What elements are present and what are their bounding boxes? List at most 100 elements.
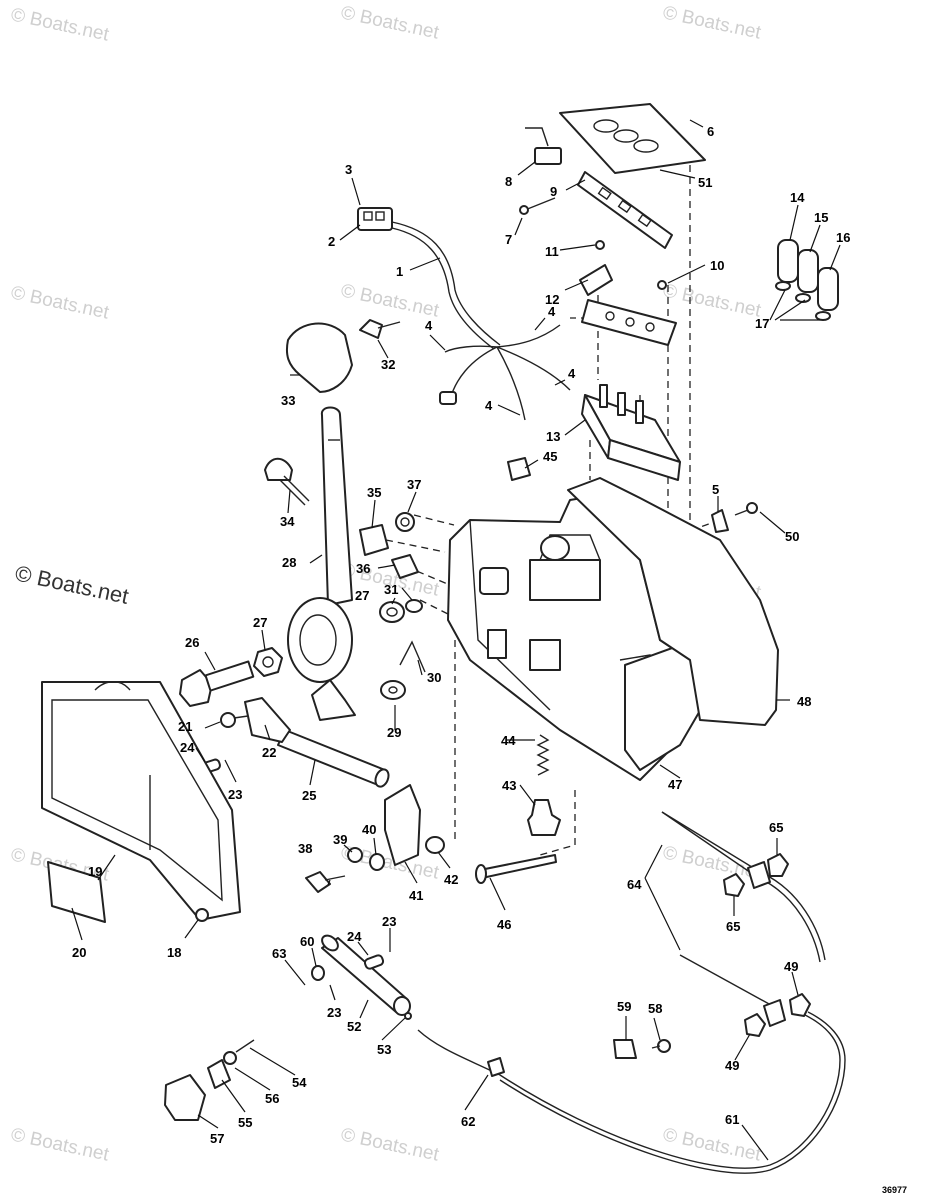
watermark: © Boats.net [661, 2, 763, 43]
callout-7: 7 [505, 232, 512, 247]
callout-65: 65 [769, 820, 783, 835]
long-screw-46 [475, 854, 557, 884]
screw-7 [519, 197, 556, 215]
shaft-52 [321, 934, 411, 1016]
callout-44: 44 [501, 733, 516, 748]
nuts-65-49 [723, 853, 811, 1037]
callout-27: 27 [253, 615, 267, 630]
washer-29 [380, 680, 406, 700]
watermark: © Boats.net [339, 2, 441, 43]
leader-lines [71, 119, 841, 1161]
callout-15: 15 [814, 210, 828, 225]
callout-50: 50 [785, 529, 799, 544]
screw-50 [734, 502, 758, 516]
callout-49: 49 [725, 1058, 739, 1073]
callout-53: 53 [377, 1042, 391, 1057]
callout-26: 26 [185, 635, 199, 650]
wire-harness-1 [391, 221, 571, 421]
callout-43: 43 [502, 778, 516, 793]
callout-52: 52 [347, 1019, 361, 1034]
callout-49: 49 [784, 959, 798, 974]
screw-18 [195, 908, 209, 922]
callout-55: 55 [238, 1115, 252, 1130]
callout-9: 9 [550, 184, 557, 199]
pin-24-lower [363, 954, 385, 970]
nut-60 [311, 965, 325, 981]
callout-24: 24 [347, 929, 362, 944]
callout-61: 61 [725, 1112, 739, 1127]
callout-numbers: 1 2 3 4 4 4 4 4 5 6 7 8 9 10 11 12 13 14… [72, 124, 907, 1195]
watermark: © Boats.net [661, 842, 763, 883]
callout-25: 25 [302, 788, 316, 803]
watermark: © Boats.net [661, 1124, 763, 1165]
decal-20 [47, 861, 106, 923]
plunger-43 [527, 799, 561, 836]
faceplate-19 [41, 681, 241, 921]
callout-13: 13 [546, 429, 560, 444]
callout-42: 42 [444, 872, 458, 887]
cable-61-62 [417, 1011, 846, 1174]
ring-53 [404, 1012, 412, 1020]
callout-16: 16 [836, 230, 850, 245]
callout-21: 21 [178, 719, 192, 734]
callout-32: 32 [381, 357, 395, 372]
callout-65: 65 [726, 919, 740, 934]
callout-56: 56 [265, 1091, 279, 1106]
watermark: © Boats.net [661, 280, 763, 321]
callout-48: 48 [797, 694, 811, 709]
screw-38 [305, 871, 346, 893]
callout-47: 47 [668, 777, 682, 792]
cable-64 [661, 811, 826, 1027]
callout-17: 17 [755, 316, 769, 331]
callout-38: 38 [298, 841, 312, 856]
knob-34 [264, 457, 310, 506]
callout-51: 51 [698, 175, 712, 190]
callout-59: 59 [617, 999, 631, 1014]
nut-27 [253, 647, 283, 677]
callout-54: 54 [292, 1075, 307, 1090]
clip-36 [391, 554, 419, 579]
callout-34: 34 [280, 514, 295, 529]
screw-32 [359, 319, 401, 339]
callout-62: 62 [461, 1114, 475, 1129]
switch-plate-51 [559, 103, 706, 174]
callout-4: 4 [568, 366, 576, 381]
washer-31 [405, 599, 423, 613]
callout-10: 10 [710, 258, 724, 273]
callout-58: 58 [648, 1001, 662, 1016]
bracket-35 [359, 524, 389, 556]
drawing-code: 36977 [882, 1185, 907, 1195]
callout-20: 20 [72, 945, 86, 960]
link-22 [244, 697, 291, 743]
watermark: © Boats.net [339, 280, 441, 321]
callout-37: 37 [407, 477, 421, 492]
callout-22: 22 [262, 745, 276, 760]
clamp-57-55 [164, 1039, 255, 1121]
callout-2: 2 [328, 234, 335, 249]
callout-18: 18 [167, 945, 181, 960]
callout-19: 19 [88, 864, 102, 879]
callout-60: 60 [300, 934, 314, 949]
callout-39: 39 [333, 832, 347, 847]
bulbs-14-15-16 [775, 239, 839, 321]
callout-4: 4 [425, 318, 433, 333]
switch-box-13 [581, 384, 681, 481]
callout-30: 30 [427, 670, 441, 685]
callout-41: 41 [409, 888, 423, 903]
mounting-bracket-12 [579, 264, 677, 346]
callout-23: 23 [228, 787, 242, 802]
bracket-8 [525, 127, 562, 165]
callout-23: 23 [382, 914, 396, 929]
connector-2-3 [357, 207, 393, 231]
callout-64: 64 [627, 877, 642, 892]
lever-hub [287, 597, 356, 721]
callout-4: 4 [485, 398, 493, 413]
spring-44 [536, 734, 550, 776]
nut-37 [395, 512, 415, 532]
callout-45: 45 [543, 449, 557, 464]
callout-40: 40 [362, 822, 376, 837]
watermark: © Boats.net [339, 1124, 441, 1165]
callout-4: 4 [548, 304, 556, 319]
bracket-41 [384, 784, 421, 866]
